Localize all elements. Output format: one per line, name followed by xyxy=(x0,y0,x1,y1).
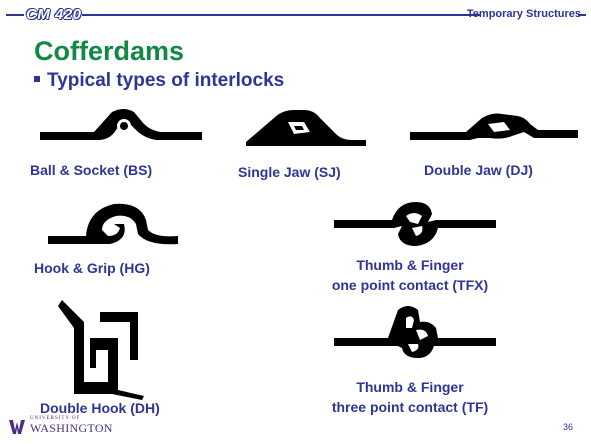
bullet-text: Typical types of interlocks xyxy=(47,70,285,91)
caption-line-1: Thumb & Finger xyxy=(356,379,464,395)
thumb-finger-one-point-interlock-image xyxy=(334,202,496,246)
double-jaw-interlock-image xyxy=(410,113,578,140)
slide-title: Cofferdams xyxy=(34,36,185,66)
caption-single-jaw: Single Jaw (SJ) xyxy=(238,164,341,180)
caption-line-1: Thumb & Finger xyxy=(356,257,464,273)
bullet-item: Typical types of interlocks xyxy=(34,70,284,92)
bullet-square-icon xyxy=(34,75,40,82)
caption-line-2: three point contact (TF) xyxy=(331,399,489,415)
header-rule-right xyxy=(578,14,586,16)
caption-ball-socket: Ball & Socket (BS) xyxy=(30,162,153,178)
subject-title: Temporary Structures xyxy=(466,8,581,20)
w-emblem-icon xyxy=(9,420,25,434)
ball-socket-interlock-image xyxy=(40,109,202,140)
caption-thumb-finger-three-point: Thumb & Finger three point contact (TF) xyxy=(298,377,522,417)
double-hook-interlock-image xyxy=(58,300,144,400)
university-logo: UNIVERSITY OF WASHINGTON xyxy=(8,416,126,438)
caption-double-hook: Double Hook (DH) xyxy=(40,400,160,416)
caption-double-jaw: Double Jaw (DJ) xyxy=(424,162,533,178)
hook-grip-interlock-image xyxy=(48,203,178,245)
logo-small-text: UNIVERSITY OF xyxy=(30,416,81,421)
page-number: 36 xyxy=(562,422,573,432)
caption-thumb-finger-one-point: Thumb & Finger one point contact (TFX) xyxy=(298,255,522,295)
caption-hook-grip: Hook & Grip (HG) xyxy=(34,260,150,276)
course-code: CM 420 xyxy=(26,6,82,23)
single-jaw-interlock-image xyxy=(246,110,366,146)
header-rule-middle xyxy=(82,14,480,16)
logo-text: WASHINGTON xyxy=(30,421,113,435)
thumb-finger-three-point-interlock-image xyxy=(334,306,496,358)
caption-line-2: one point contact (TFX) xyxy=(331,277,489,293)
header-rule-left xyxy=(6,14,24,16)
